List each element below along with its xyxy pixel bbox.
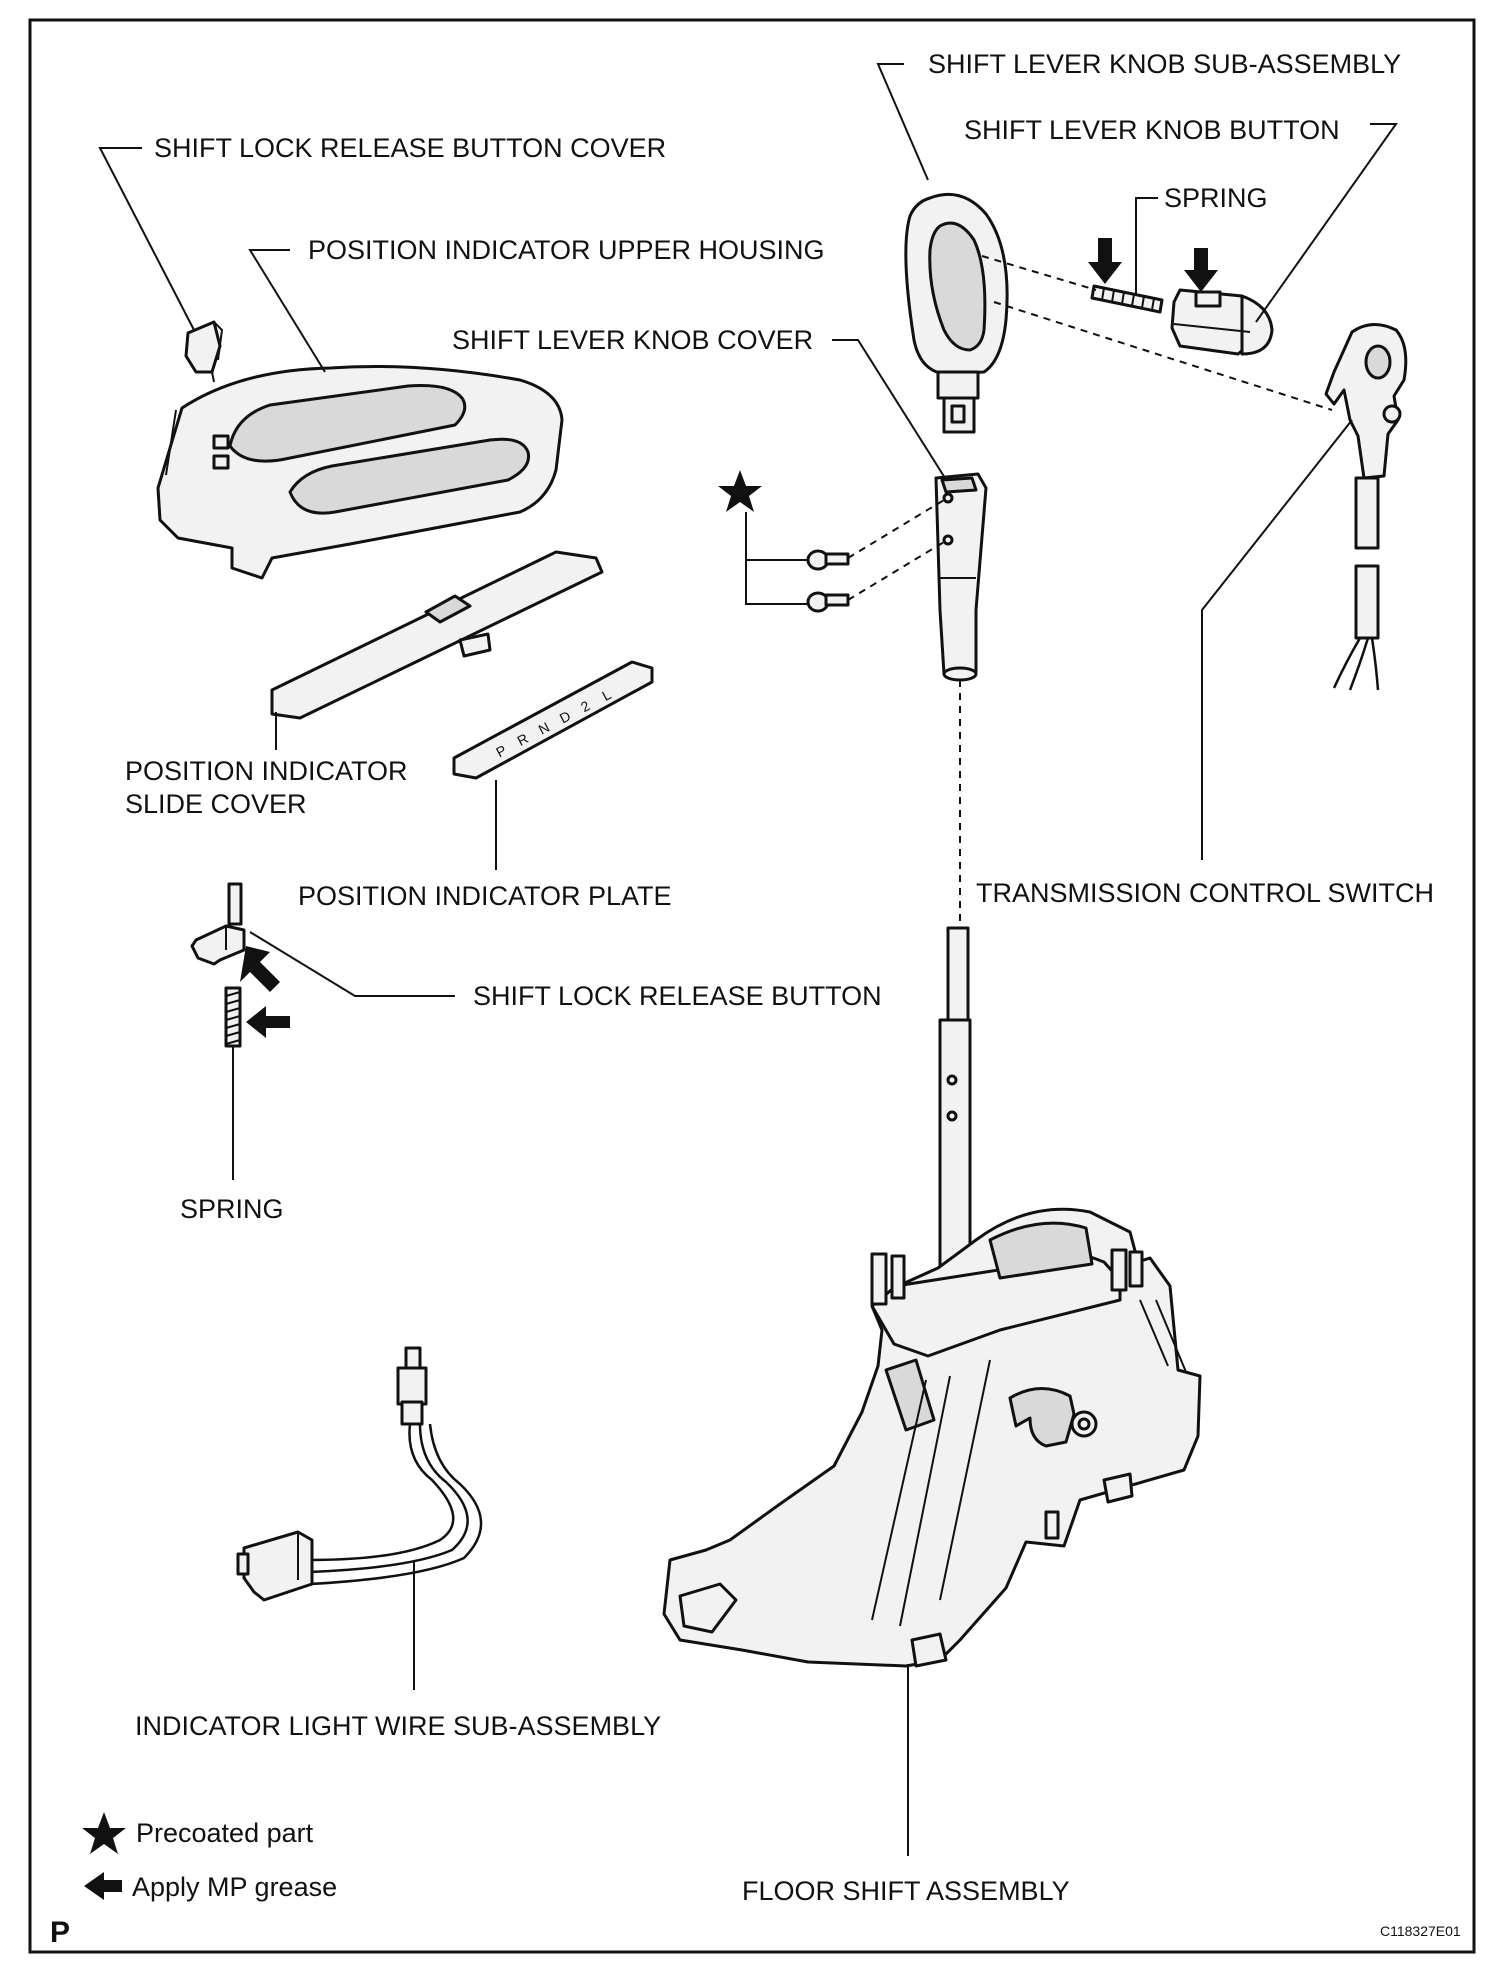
shift-lock-release-button-cover-part [184,320,224,383]
alignment-line-screw-upper [847,499,945,559]
grease-arrow-button [240,946,280,992]
leader-shift-lock-release-button [249,931,455,997]
label-shift-lever-knob-sub-assembly: SHIFT LEVER KNOB SUB-ASSEMBLY [928,49,1401,79]
leader-knob-cover [832,339,946,479]
legend-grease-arrow-icon [84,1872,122,1900]
leader-transmission-control-switch [1201,419,1353,860]
knob-button-spring-part [1090,284,1164,314]
position-indicator-plate-part: P R N D 2 L [452,660,654,780]
label-transmission-control-switch: TRANSMISSION CONTROL SWITCH [976,878,1434,908]
alignment-line-knob-switch [993,301,1333,411]
label-spring-top: SPRING [1164,183,1268,213]
leader-spring-top [1135,197,1158,294]
shift-lock-release-button-part [190,882,246,966]
precoated-star-icon [718,470,762,512]
label-position-indicator-slide-cover-line2: SLIDE COVER [125,789,307,819]
label-position-indicator-upper-housing: POSITION INDICATOR UPPER HOUSING [308,235,825,265]
position-indicator-slide-cover-part [270,550,604,720]
label-indicator-light-wire-sub-assembly: INDICATOR LIGHT WIRE SUB-ASSEMBLY [135,1711,661,1741]
figure-code: C118327E01 [1380,1923,1461,1939]
label-shift-lever-knob-cover: SHIFT LEVER KNOB COVER [452,325,813,355]
label-floor-shift-assembly: FLOOR SHIFT ASSEMBLY [742,1876,1070,1906]
leader-knob-sub-assembly [876,63,929,181]
leader-button-cover [98,147,195,331]
label-shift-lock-release-button-cover: SHIFT LOCK RELEASE BUTTON COVER [154,133,666,163]
grease-arrow-knob-button [1184,248,1218,292]
grease-arrow-spring [246,1006,290,1038]
floor-shift-assembly-part [662,926,1202,1668]
shift-lever-knob-cover-part [934,472,988,682]
transmission-control-switch-part [1324,323,1408,691]
indicator-light-wire-part [236,1346,483,1602]
label-position-indicator-plate: POSITION INDICATOR PLATE [298,881,672,911]
shift-lever-knob-part [904,192,1009,434]
legend-mp-grease-text: Apply MP grease [132,1872,337,1902]
legend-star-icon [82,1812,126,1854]
label-shift-lock-release-button: SHIFT LOCK RELEASE BUTTON [473,981,882,1011]
screw-upper [806,549,850,571]
grease-arrow-spring-top [1088,238,1122,284]
label-spring-left: SPRING [180,1194,284,1224]
position-indicator-upper-housing-part [156,365,564,580]
label-shift-lever-knob-button: SHIFT LEVER KNOB BUTTON [964,115,1340,145]
alignment-line-screw-lower [847,541,945,601]
alignment-line-knob-spring [981,255,1097,291]
leader-knob-button [1255,123,1398,323]
frame-border [28,18,1476,1954]
shift-lock-spring-part [224,986,242,1048]
page-letter: P [50,1916,70,1949]
leader-precoated-screws [745,559,808,605]
shift-lever-knob-button-part [1170,288,1274,356]
label-position-indicator-slide-cover-line1: POSITION INDICATOR [125,756,408,786]
screw-lower [806,591,850,613]
legend-precoated-text: Precoated part [136,1818,314,1848]
leader-upper-housing [248,249,326,373]
